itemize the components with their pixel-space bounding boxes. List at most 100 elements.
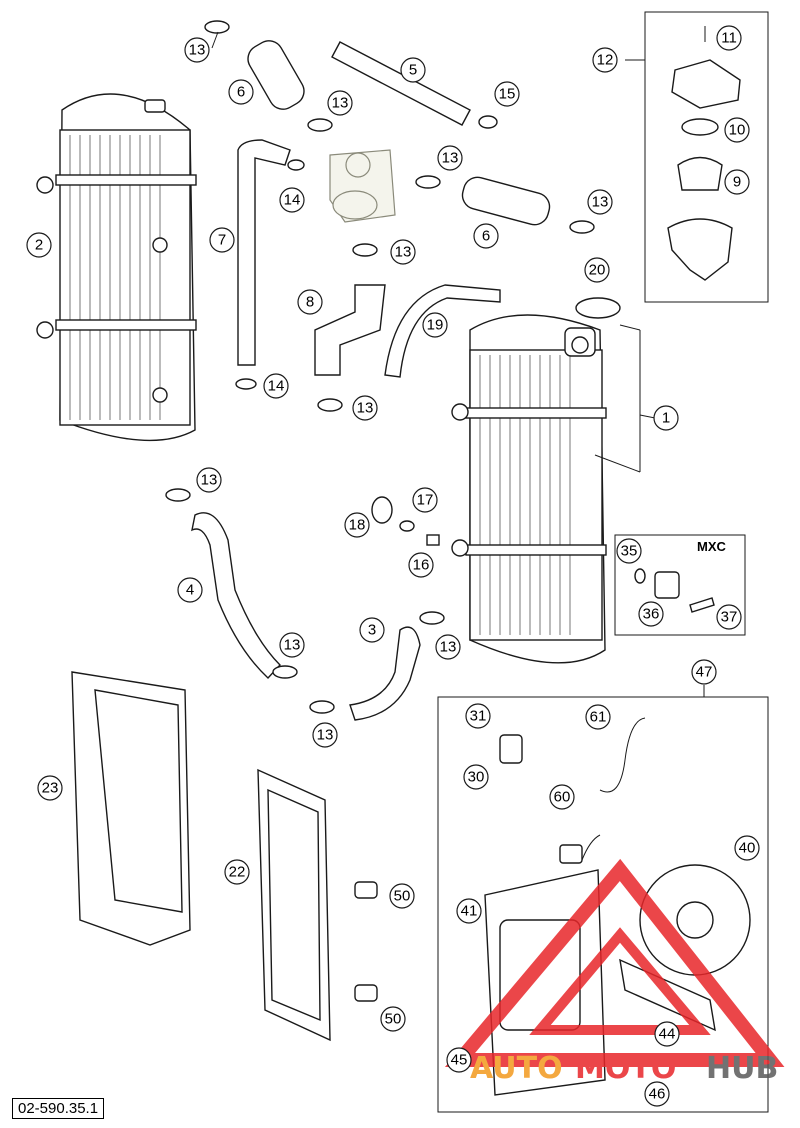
fan-box bbox=[437, 696, 769, 1113]
grommet-parts-drawing bbox=[371, 496, 440, 546]
callout: 13 bbox=[435, 634, 461, 660]
svg-text:15: 15 bbox=[499, 86, 516, 103]
leader-lines bbox=[211, 31, 705, 697]
callout: 37 bbox=[716, 604, 742, 630]
callout: 50 bbox=[380, 1006, 406, 1032]
callout: 8 bbox=[297, 289, 323, 315]
hoses-drawing bbox=[191, 40, 551, 721]
callout: 14 bbox=[263, 373, 289, 399]
callout: 11 bbox=[716, 25, 742, 51]
callout: 23 bbox=[37, 775, 63, 801]
callout: 1 bbox=[653, 405, 679, 431]
svg-text:5: 5 bbox=[409, 62, 417, 79]
callout-layer: 1 2 3 4 5 6 6 7 8 9 10 11 12 13 13 13 13… bbox=[26, 25, 760, 1107]
svg-text:7: 7 bbox=[218, 232, 226, 249]
svg-text:35: 35 bbox=[621, 543, 638, 560]
svg-text:17: 17 bbox=[417, 492, 434, 509]
callout: 19 bbox=[422, 312, 448, 338]
svg-text:60: 60 bbox=[554, 789, 571, 806]
water-pump-drawing bbox=[329, 149, 396, 223]
svg-text:13: 13 bbox=[440, 639, 457, 656]
svg-text:9: 9 bbox=[733, 174, 741, 191]
svg-text:20: 20 bbox=[589, 262, 606, 279]
callout: 35 bbox=[616, 538, 642, 564]
svg-text:19: 19 bbox=[427, 317, 444, 334]
svg-text:16: 16 bbox=[413, 557, 430, 574]
callout: 44 bbox=[654, 1021, 680, 1047]
svg-text:41: 41 bbox=[461, 903, 478, 920]
callout: 30 bbox=[463, 764, 489, 790]
callout: 47 bbox=[691, 659, 717, 685]
callout: 6 bbox=[228, 79, 254, 105]
watermark-text-auto: AUTO bbox=[470, 1051, 563, 1086]
callout: 16 bbox=[408, 552, 434, 578]
diagram-reference-code: 02-590.35.1 bbox=[12, 1098, 105, 1119]
svg-text:13: 13 bbox=[592, 194, 609, 211]
watermark-logo: AUTO MOTO HUB bbox=[444, 858, 785, 1086]
svg-text:14: 14 bbox=[284, 192, 301, 209]
callout: 13 bbox=[327, 90, 353, 116]
svg-text:8: 8 bbox=[306, 294, 314, 311]
callout: 22 bbox=[224, 859, 250, 885]
svg-text:13: 13 bbox=[442, 150, 459, 167]
callout: 60 bbox=[549, 784, 575, 810]
watermark-text-hub: HUB bbox=[706, 1051, 778, 1086]
svg-text:4: 4 bbox=[186, 582, 194, 599]
svg-text:13: 13 bbox=[189, 42, 206, 59]
svg-text:1: 1 bbox=[662, 410, 670, 427]
callout: 14 bbox=[279, 187, 305, 213]
callout: 9 bbox=[724, 169, 750, 195]
callout: 13 bbox=[390, 239, 416, 265]
svg-text:45: 45 bbox=[451, 1052, 468, 1069]
callout: 3 bbox=[359, 617, 385, 643]
svg-text:13: 13 bbox=[201, 472, 218, 489]
svg-text:46: 46 bbox=[649, 1086, 666, 1103]
callout: 18 bbox=[344, 512, 370, 538]
callout: 4 bbox=[177, 577, 203, 603]
callout: 36 bbox=[638, 601, 664, 627]
svg-text:3: 3 bbox=[368, 622, 376, 639]
svg-text:23: 23 bbox=[42, 780, 59, 797]
callout: 17 bbox=[412, 487, 438, 513]
callout: 6 bbox=[473, 223, 499, 249]
callout: 46 bbox=[644, 1081, 670, 1107]
svg-text:18: 18 bbox=[349, 517, 366, 534]
svg-text:6: 6 bbox=[482, 228, 490, 245]
callout: 61 bbox=[585, 704, 611, 730]
svg-text:13: 13 bbox=[357, 400, 374, 417]
svg-text:37: 37 bbox=[721, 609, 738, 626]
callout: 13 bbox=[657, 380, 674, 397]
svg-text:13: 13 bbox=[284, 637, 301, 654]
svg-text:47: 47 bbox=[696, 664, 713, 681]
svg-text:50: 50 bbox=[394, 888, 411, 905]
thermostat-box bbox=[644, 11, 769, 303]
svg-text:13: 13 bbox=[317, 727, 334, 744]
watermark-triangle-inner bbox=[529, 927, 711, 1035]
svg-text:14: 14 bbox=[268, 378, 285, 395]
svg-text:13: 13 bbox=[395, 244, 412, 261]
callout: 7 bbox=[209, 227, 235, 253]
callout: 10 bbox=[724, 117, 750, 143]
svg-text:61: 61 bbox=[590, 709, 607, 726]
callout: 13 bbox=[184, 37, 210, 63]
callout: 13 bbox=[279, 632, 305, 658]
svg-text:40: 40 bbox=[739, 840, 756, 857]
callout: 13 bbox=[352, 395, 378, 421]
mxc-box bbox=[614, 534, 746, 636]
right-radiator-drawing bbox=[451, 314, 607, 664]
svg-text:6: 6 bbox=[237, 84, 245, 101]
callout: 13 bbox=[312, 722, 338, 748]
svg-text:10: 10 bbox=[729, 122, 746, 139]
callout: 13 bbox=[587, 189, 613, 215]
callout: 12 bbox=[592, 47, 618, 73]
callout: 5 bbox=[400, 57, 426, 83]
svg-text:2: 2 bbox=[35, 237, 43, 254]
callout: 50 bbox=[389, 883, 415, 909]
left-radiator-drawing bbox=[36, 93, 197, 442]
callout: 41 bbox=[456, 898, 482, 924]
svg-text:12: 12 bbox=[597, 52, 614, 69]
svg-text:22: 22 bbox=[229, 864, 246, 881]
callout: 2 bbox=[26, 232, 52, 258]
svg-text:50: 50 bbox=[385, 1011, 402, 1028]
watermark-text-moto: MOTO bbox=[575, 1051, 676, 1086]
